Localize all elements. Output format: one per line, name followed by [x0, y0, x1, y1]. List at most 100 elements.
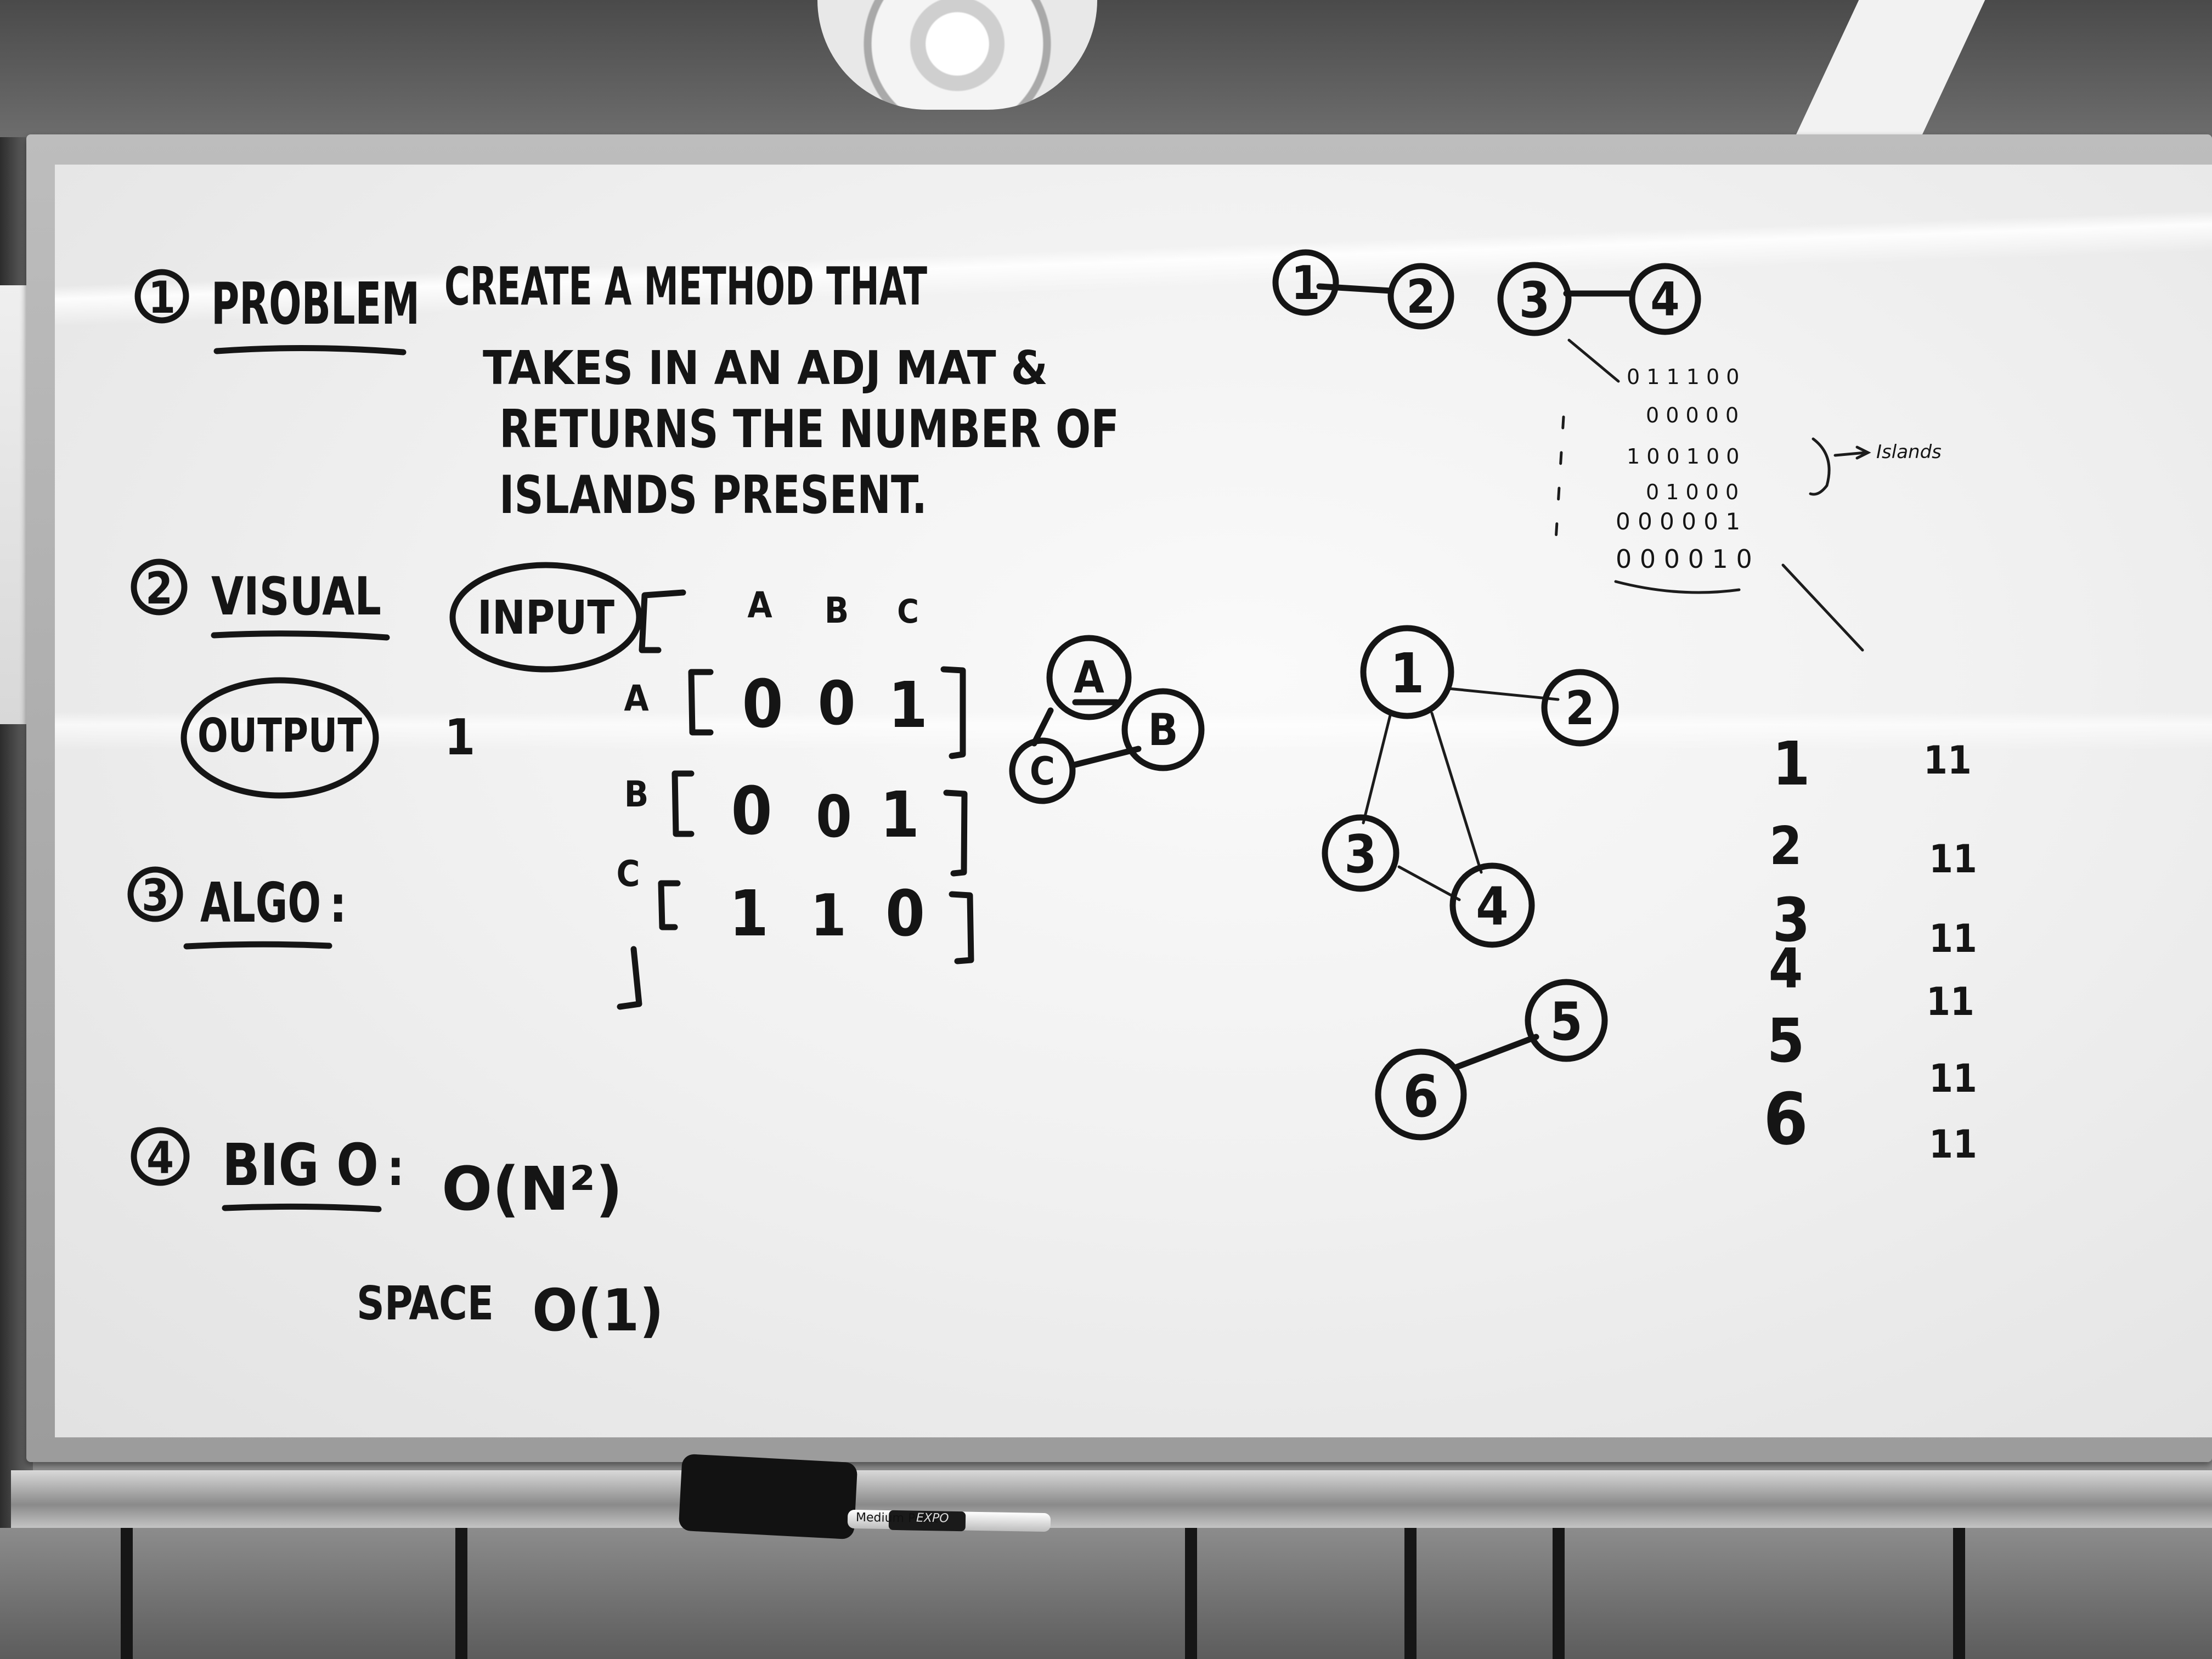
graph-node-label: B — [1148, 704, 1178, 755]
output-label: OUTPUT — [198, 709, 362, 763]
visual-heading: VISUAL — [211, 567, 381, 627]
islands-annotation: Islands — [1876, 441, 1942, 463]
island-graph: 1 2 3 4 5 6 — [1322, 625, 1619, 1141]
stand-leg — [1185, 1528, 1197, 1659]
section-number-circle — [127, 866, 183, 922]
pointer-line — [1781, 563, 1864, 652]
section-problem: 1 PROBLEM CREATE A METHOD THAT TAKES IN … — [134, 257, 1119, 526]
graph-edge — [1447, 687, 1560, 701]
graph-edge — [1453, 1034, 1539, 1070]
tally-number: 3 — [1773, 885, 1810, 955]
graph-node-label: 5 — [1550, 992, 1582, 1052]
matrix-col-header: B — [825, 590, 849, 631]
window — [0, 285, 27, 724]
graph-node-label: A — [1074, 652, 1104, 703]
graph-node-label: 3 — [1344, 825, 1376, 885]
matrix-cell: 0 — [742, 667, 783, 743]
grid-row: 1 0 0 1 0 0 — [1627, 444, 1739, 469]
node-label: 1 — [1291, 256, 1320, 311]
graph-node-circle — [1121, 688, 1205, 771]
node-circle — [1272, 249, 1339, 316]
section-number: 4 — [146, 1132, 174, 1183]
floor — [0, 1528, 2212, 1659]
graph-node-circle — [1449, 862, 1535, 948]
heading-underline — [213, 345, 407, 356]
marker-tray — [11, 1470, 2212, 1528]
problem-line-3: RETURNS THE NUMBER OF — [499, 399, 1119, 460]
tally-mark: 11 — [1929, 916, 1977, 961]
matrix-col-header: A — [747, 585, 772, 626]
graph-node-label: 4 — [1476, 877, 1508, 937]
stand-leg — [1404, 1528, 1417, 1659]
top-right-diagram: 1 2 3 4 0 1 1 1 0 0 0 0 0 0 0 1 0 0 1 0 … — [1272, 249, 1942, 652]
matrix-cell: 0 — [885, 877, 925, 951]
heading-underline — [211, 630, 390, 641]
grid-row: 0 0 0 0 0 1 — [1616, 508, 1740, 535]
graph-node-circle — [1525, 979, 1608, 1062]
matrix-row-label: C — [617, 854, 640, 895]
graph-node-circle — [1375, 1048, 1467, 1141]
grid-row: 0 1 1 1 0 0 — [1627, 365, 1739, 389]
graph-node-circle — [1046, 635, 1132, 720]
graph-node-circle — [1541, 669, 1619, 747]
matrix-cell: 0 — [731, 774, 772, 850]
section-number-circle — [131, 1127, 190, 1186]
node-label: 3 — [1519, 272, 1550, 329]
graph-node-circle — [1009, 737, 1076, 804]
row-bracket-close — [940, 666, 966, 759]
stand-leg — [121, 1528, 133, 1659]
graph-node-label: 2 — [1565, 681, 1594, 736]
outer-bracket-close — [617, 946, 642, 1010]
bigo-space: O(1) — [532, 1277, 664, 1344]
tally-number: 1 — [1773, 729, 1810, 799]
stand-leg — [1953, 1528, 1965, 1659]
matrix-cell: 1 — [729, 877, 769, 951]
colon: : — [329, 876, 347, 934]
section-number: 1 — [148, 272, 176, 323]
problem-line-2: TAKES IN AN ADJ MAT & — [483, 341, 1048, 396]
graph-node-label: 1 — [1390, 641, 1425, 706]
node-edge — [1316, 283, 1394, 294]
matrix-col-header: C — [897, 592, 919, 631]
graph-node-circle — [1360, 625, 1454, 719]
stand-leg — [1553, 1528, 1565, 1659]
output-value: 1 — [444, 709, 475, 766]
heading-underline — [183, 941, 332, 950]
section-number: 3 — [142, 870, 169, 921]
tally-mark: 11 — [1929, 1056, 1977, 1101]
tally-number: 6 — [1763, 1077, 1808, 1161]
tally-number: 5 — [1767, 1006, 1805, 1076]
output-circle — [180, 677, 379, 799]
tally-mark: 11 — [1923, 738, 1972, 783]
tally-mark: 11 — [1929, 1122, 1977, 1167]
grid-underline — [1614, 580, 1741, 594]
section-bigo: 4 BIG O : O(N²) SPACE O(1) — [131, 1127, 664, 1344]
grid-row: 0 0 0 0 1 0 — [1616, 544, 1752, 574]
node-label: 2 — [1406, 270, 1435, 324]
row-bracket-close — [943, 789, 968, 877]
graph-edge — [1430, 712, 1483, 874]
node-label: 4 — [1650, 273, 1679, 327]
node-circle — [1387, 263, 1454, 330]
bigo-heading: BIG O — [222, 1132, 379, 1199]
colon: : — [387, 1139, 404, 1197]
node-circle — [1497, 262, 1572, 336]
row-bracket-close — [949, 891, 974, 964]
matrix-cell: 1 — [888, 669, 928, 742]
row-bracket-open — [688, 669, 714, 736]
graph-edge — [1031, 707, 1054, 747]
section-number-circle — [134, 269, 189, 324]
matrix-row-label: B — [624, 774, 649, 815]
tally-mark: 11 — [1929, 837, 1977, 882]
node-circle — [1629, 263, 1701, 335]
algo-heading: ALGO — [200, 871, 321, 935]
dashed-guide — [1554, 415, 1565, 550]
arrow — [1833, 445, 1871, 460]
section-number: 2 — [145, 563, 173, 614]
stand-leg — [455, 1528, 467, 1659]
matrix-cell: 0 — [816, 783, 852, 850]
bigo-time: O(N²) — [442, 1154, 623, 1224]
graph-node-label: C — [1030, 749, 1055, 794]
problem-heading: PROBLEM — [211, 270, 420, 337]
